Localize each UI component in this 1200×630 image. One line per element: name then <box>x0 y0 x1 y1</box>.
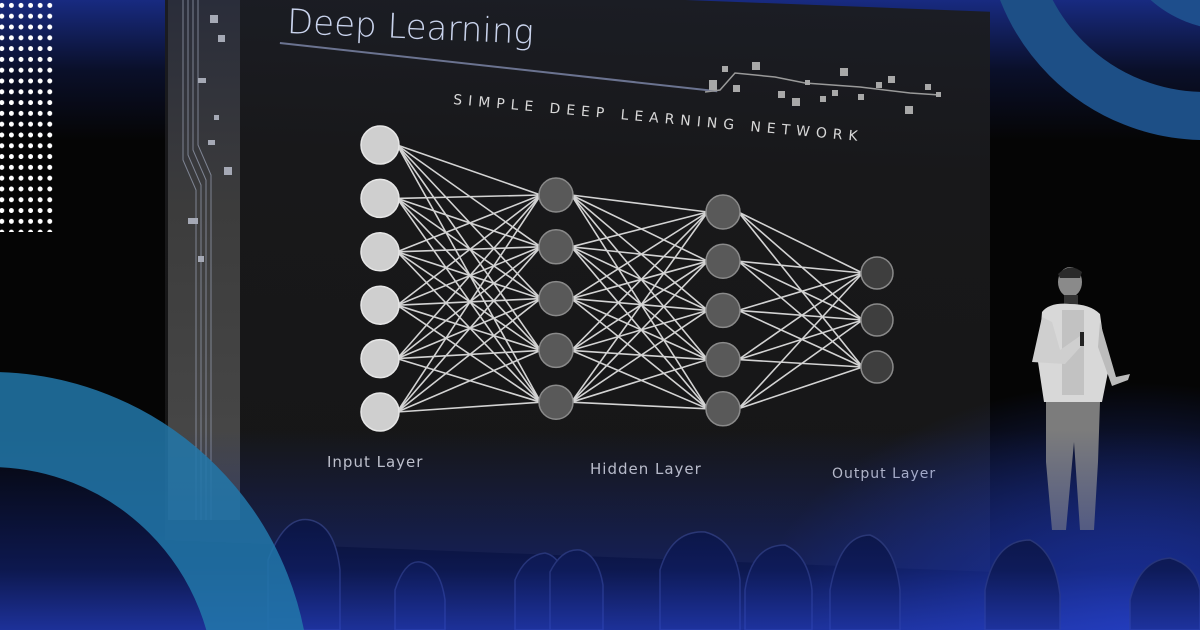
hidden-1-node <box>538 384 574 420</box>
input-node <box>360 125 400 165</box>
output-node <box>860 256 894 290</box>
input-node <box>360 178 400 219</box>
hidden-1-node <box>538 229 574 265</box>
hidden-2-node <box>705 391 741 427</box>
hidden-2-node <box>705 341 741 378</box>
hidden-1-node <box>538 332 574 369</box>
output-node <box>860 303 894 337</box>
circuit-decoration-icon <box>182 0 232 520</box>
hidden-1-node <box>538 280 574 317</box>
hidden-1-node <box>538 177 574 213</box>
hidden-2-node <box>705 243 741 279</box>
dot-grid-decoration <box>0 0 56 232</box>
scatter-decoration-icon <box>704 62 941 114</box>
hidden-2-node <box>705 194 741 230</box>
input-node <box>360 338 400 379</box>
input-node <box>360 232 400 272</box>
input-node <box>360 285 400 325</box>
hidden-2-node <box>705 292 741 329</box>
